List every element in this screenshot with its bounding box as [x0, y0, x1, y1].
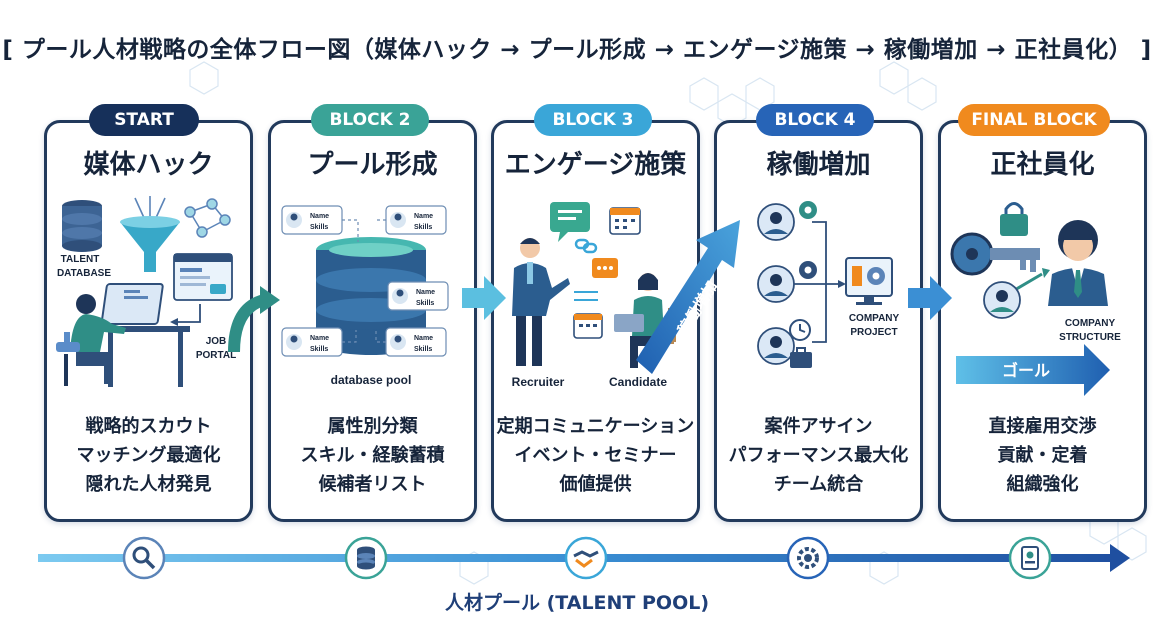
bullet-item: マッチング最適化	[76, 445, 221, 466]
profile-card-icon: Name Skills	[281, 327, 343, 357]
link-icon	[574, 238, 598, 254]
bullet-item: スキル・経験蓄積	[300, 445, 445, 466]
employee-avatar-icon	[983, 281, 1021, 319]
structure-label-line2: STRUCTURE	[1059, 332, 1121, 343]
arrow-block4-to-final	[908, 276, 952, 320]
svg-text:Skills: Skills	[414, 224, 432, 231]
database-pool-label: database pool	[331, 373, 412, 387]
block3-title: エンゲージ施策	[504, 150, 687, 180]
block3-bullets: 定期コミュニケーション イベント・セミナー 価値提供	[491, 412, 700, 499]
chat-dots-icon	[592, 258, 618, 278]
exchange-arrows-icon	[574, 291, 598, 301]
block4-bullets: 案件アサイン パフォーマンス最大化 チーム統合	[714, 412, 923, 499]
svg-text:Skills: Skills	[416, 300, 434, 307]
start-illustration: TALENT DATABASE JOB PORTAL	[56, 196, 236, 387]
final-block-bullets: 直接雇用交渉 貢献・定着 組織強化	[938, 412, 1147, 499]
candidate-label: Candidate	[609, 375, 667, 389]
rising-arrow-block3-to-block4: 稼働増加	[636, 220, 740, 374]
profile-card-icon: Name Skills	[387, 281, 449, 311]
arrow-block2-to-block3	[462, 276, 506, 320]
id-badge-icon	[1008, 536, 1052, 580]
diagram-title: [ プール人材戦略の全体フロー図（媒体ハック → プール形成 → エンゲージ施策…	[2, 37, 1152, 63]
search-icon	[122, 536, 166, 580]
block2-badge: BLOCK 2	[311, 104, 429, 136]
bullet-item: チーム統合	[773, 474, 864, 495]
bullet-item: 隠れた人材発見	[85, 474, 212, 495]
svg-text:Name: Name	[414, 335, 433, 342]
final-block-badge: FINAL BLOCK	[958, 104, 1110, 136]
block4-illustration: COMPANY PROJECT	[757, 201, 900, 368]
talent-label-line1: TALENT	[61, 254, 100, 265]
profile-card-icon: Name Skills	[385, 327, 447, 357]
curved-arrow-start-to-block2	[228, 286, 280, 353]
briefcase-icon	[790, 347, 812, 368]
talent-pool-timeline	[38, 536, 1130, 580]
start-title: 媒体ハック	[83, 150, 214, 180]
funnel-icon	[120, 196, 180, 272]
network-icon	[184, 198, 231, 238]
company-label-line1: COMPANY	[849, 313, 900, 324]
company-project-monitor-icon	[845, 257, 893, 305]
person-avatar-icon	[757, 265, 795, 303]
svg-text:Skills: Skills	[414, 346, 432, 353]
goal-label: ゴール	[1002, 361, 1050, 380]
bullet-item: 定期コミュニケーション	[496, 416, 695, 437]
bullet-item: 組織強化	[1006, 474, 1079, 495]
bullet-item: 貢献・定着	[997, 445, 1088, 466]
gear-icon	[786, 536, 830, 580]
svg-text:Skills: Skills	[310, 346, 328, 353]
executive-person-icon	[1048, 220, 1108, 306]
block4-badge: BLOCK 4	[756, 104, 874, 136]
bullet-item: 戦略的スカウト	[85, 416, 212, 437]
svg-text:Name: Name	[310, 335, 329, 342]
bullet-item: 直接雇用交渉	[988, 416, 1097, 437]
handshake-icon	[564, 536, 608, 580]
person-avatar-icon	[757, 327, 795, 365]
svg-text:Name: Name	[310, 213, 329, 220]
key-icon	[950, 232, 1040, 276]
calendar-icon	[573, 313, 603, 339]
bullet-item: イベント・セミナー	[514, 445, 677, 466]
padlock-icon	[1000, 202, 1028, 236]
job-portal-window-icon	[173, 253, 233, 301]
svg-text:Name: Name	[414, 213, 433, 220]
profile-card-icon: Name Skills	[385, 205, 447, 235]
bullet-item: 候補者リスト	[318, 474, 427, 495]
gear-icon	[799, 261, 817, 279]
gear-icon	[799, 201, 817, 219]
block2-bullets: 属性別分類 スキル・経験蓄積 候補者リスト	[268, 412, 477, 499]
talent-pool-label: 人材プール (TALENT POOL)	[444, 592, 710, 614]
block2-title: プール形成	[307, 150, 438, 180]
structure-label-line1: COMPANY	[1065, 318, 1116, 329]
job-label-line1: JOB	[206, 336, 227, 347]
recruiter-person-icon	[512, 238, 570, 366]
clock-icon	[789, 319, 811, 341]
block4-title: 稼働増加	[766, 150, 871, 180]
database-icon	[344, 536, 388, 580]
final-block-title: 正社員化	[990, 150, 1095, 180]
database-icon	[62, 200, 102, 252]
bullet-item: パフォーマンス最大化	[728, 445, 909, 466]
block3-badge: BLOCK 3	[534, 104, 652, 136]
bullet-item: 価値提供	[559, 474, 632, 495]
svg-text:Name: Name	[416, 289, 435, 296]
recruiter-label: Recruiter	[512, 375, 565, 389]
bullet-item: 属性別分類	[327, 416, 418, 437]
svg-text:Skills: Skills	[310, 224, 328, 231]
block2-illustration: Name Skills Name Skills Name Skills Name…	[281, 205, 449, 387]
chat-bubble-icon	[550, 202, 590, 242]
talent-label-line2: DATABASE	[57, 268, 111, 279]
goal-arrow-icon	[956, 344, 1110, 396]
person-avatar-icon	[757, 203, 795, 241]
start-badge: START	[89, 104, 199, 136]
block3-illustration: Recruiter Candidate	[512, 202, 676, 389]
start-bullets: 戦略的スカウト マッチング最適化 隠れた人材発見	[44, 412, 253, 499]
bullet-item: 案件アサイン	[764, 416, 873, 437]
final-block-illustration: COMPANY STRUCTURE ゴール	[950, 202, 1121, 396]
calendar-icon	[609, 207, 641, 235]
job-label-line2: PORTAL	[196, 350, 236, 361]
company-label-line2: PROJECT	[850, 327, 897, 338]
person-at-laptop-icon	[56, 283, 190, 387]
profile-card-icon: Name Skills	[281, 205, 343, 235]
